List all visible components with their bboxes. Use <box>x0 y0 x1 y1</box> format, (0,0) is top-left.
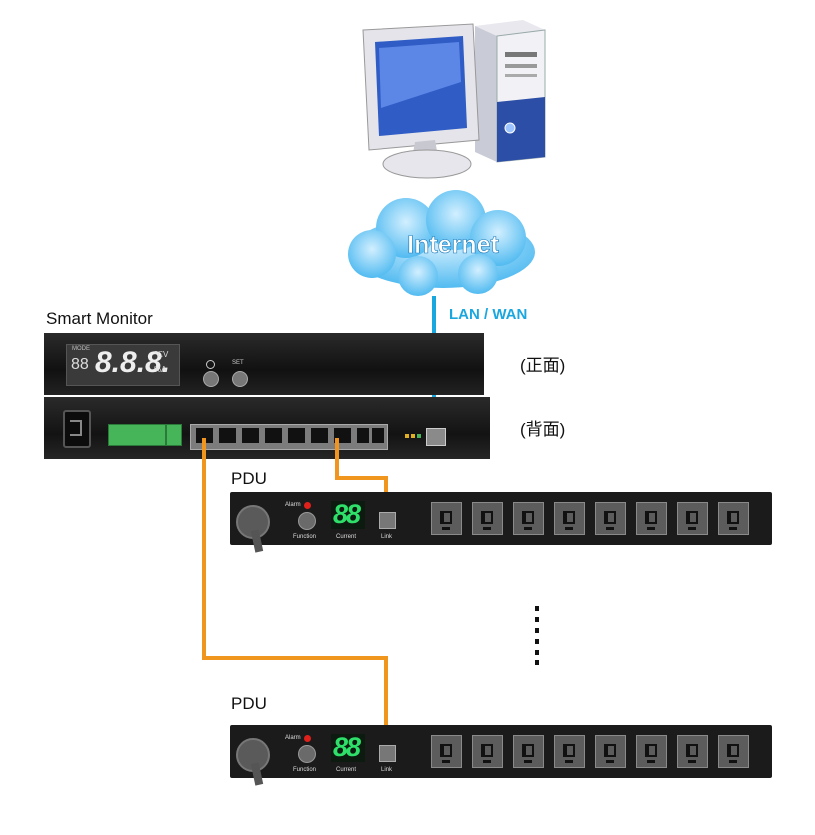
status-led-icon <box>417 434 421 438</box>
status-led-icon <box>411 434 415 438</box>
current-display-digits: 88 <box>333 732 361 762</box>
computer-icon <box>362 20 546 179</box>
current-display-digits: 88 <box>333 499 361 529</box>
outlet-socket-icon <box>595 502 626 535</box>
outlet-socket-icon <box>513 502 544 535</box>
status-led-icon <box>405 434 409 438</box>
function-button[interactable] <box>298 745 316 763</box>
outlet-socket-icon <box>595 735 626 768</box>
function-label: Function <box>293 534 317 540</box>
rj45-port[interactable] <box>288 428 305 443</box>
outlet-socket-icon <box>677 735 708 768</box>
link-port[interactable] <box>379 512 396 529</box>
rj45-port[interactable] <box>311 428 328 443</box>
outlet-socket-icon <box>636 735 667 768</box>
outlet-socket-icon <box>513 735 544 768</box>
link-label: Link <box>381 767 393 773</box>
outlet-socket-icon <box>472 735 503 768</box>
rj45-port[interactable] <box>196 428 213 443</box>
pdu-title: PDU <box>231 469 267 488</box>
current-display <box>331 501 365 529</box>
set-button-label: SET <box>232 360 244 366</box>
outlet-socket-icon <box>636 502 667 535</box>
outlet-socket-icon <box>554 735 585 768</box>
lcd-big-digits: 8.8.8. <box>95 346 171 379</box>
outlet-socket-icon <box>554 502 585 535</box>
alarm-label: Alarm <box>285 502 301 508</box>
set-button[interactable] <box>232 371 248 387</box>
mode-button-icon <box>206 360 215 369</box>
lcd-small-digits: 88 <box>71 356 89 373</box>
outlet-socket-icon <box>718 735 749 768</box>
power-inlet-pin <box>70 420 82 436</box>
alarm-label: Alarm <box>285 735 301 741</box>
lcd-mode-tag: MODE <box>72 346 90 352</box>
lan-port[interactable] <box>426 428 446 446</box>
current-label: Current <box>336 534 357 540</box>
front-view-label: (正面) <box>520 356 566 375</box>
outlet-socket-icon <box>472 502 503 535</box>
smart-monitor-title: Smart Monitor <box>46 309 153 328</box>
pdu-title: PDU <box>231 694 267 713</box>
rj45-port[interactable] <box>242 428 259 443</box>
function-label: Function <box>293 767 317 773</box>
outlet-socket-icon <box>718 502 749 535</box>
cable-to-pdu-2 <box>202 438 388 752</box>
rj45-port[interactable] <box>357 428 369 443</box>
lcd-unit-bottom: %A <box>154 365 167 374</box>
more-units-ellipsis-icon <box>535 606 539 665</box>
outlet-socket-icon <box>431 735 462 768</box>
mode-button[interactable] <box>203 371 219 387</box>
link-port[interactable] <box>379 745 396 762</box>
alarm-led-icon <box>304 502 311 509</box>
link-label: Link <box>381 534 393 540</box>
power-inlet-icon <box>63 410 91 448</box>
internet-cloud-icon: Internet <box>348 190 535 296</box>
outlet-socket-icon <box>677 502 708 535</box>
function-button[interactable] <box>298 512 316 530</box>
lan-wan-label: LAN / WAN <box>449 306 528 323</box>
current-display <box>331 734 365 762</box>
rj45-port[interactable] <box>265 428 282 443</box>
terminal-block-contact <box>108 424 166 446</box>
rj45-port[interactable] <box>219 428 236 443</box>
rj45-port[interactable] <box>372 428 384 443</box>
terminal-block-input <box>166 424 182 446</box>
back-view-label: (背面) <box>520 420 566 439</box>
lcd-unit-top: ℃V <box>154 350 169 359</box>
current-label: Current <box>336 767 357 773</box>
outlet-socket-icon <box>431 502 462 535</box>
smart-monitor-lcd <box>66 344 180 386</box>
cloud-label: Internet <box>407 231 499 259</box>
alarm-led-icon <box>304 735 311 742</box>
